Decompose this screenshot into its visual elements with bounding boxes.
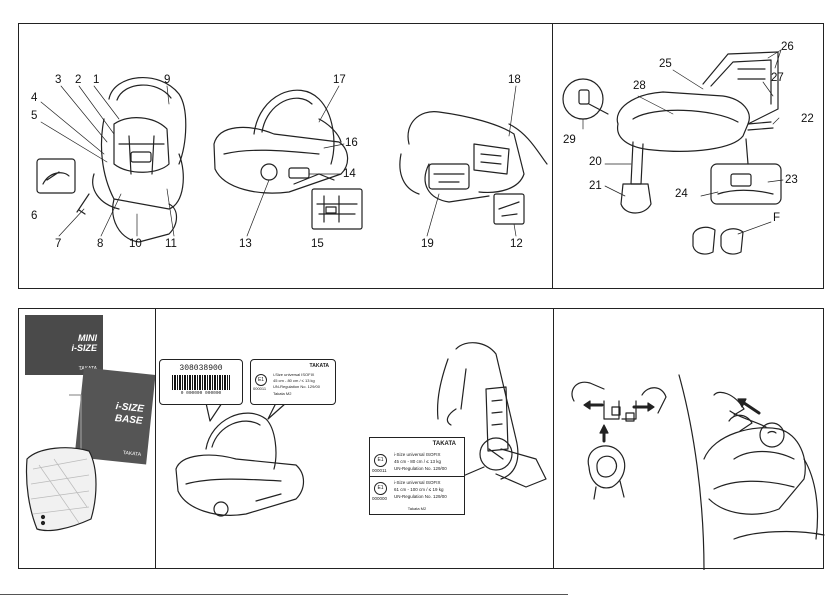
approval-large-row2-line1: i-Size universal ISOFIX (394, 480, 441, 485)
approval-labels-panel: 308038900 0 000000 000000 TAKATA E1 0000… (155, 308, 554, 569)
barcode-label: 308038900 0 000000 000000 (159, 359, 243, 405)
manuals-panel: MINI i-SIZE TAKATA i-SIZE BASE TAKATA (18, 308, 156, 569)
manual-mini-isize: MINI i-SIZE TAKATA (25, 315, 103, 375)
page-footer-rule (0, 594, 568, 595)
seat-overview-panel: 1 2 3 4 5 6 7 8 9 10 11 12 13 14 15 16 1… (18, 23, 553, 289)
manual-1-title-line2: i-SIZE (71, 343, 97, 353)
callout-16: 16 (345, 137, 358, 149)
callout-8: 8 (97, 238, 104, 250)
callout-20: 20 (589, 156, 602, 168)
base-overview-panel: 20 21 22 23 24 25 26 27 28 29 F (552, 23, 824, 289)
barcode-number: 308038900 (179, 364, 223, 373)
callout-22: 22 (801, 113, 814, 125)
callout-7: 7 (55, 238, 62, 250)
callout-11: 11 (165, 238, 177, 250)
callout-19: 19 (421, 238, 434, 250)
approval-large-brand: TAKATA (432, 441, 456, 447)
callout-14: 14 (343, 168, 356, 180)
callout-17: 17 (333, 74, 346, 86)
callout-F: F (773, 212, 781, 224)
approval-small-line2: 45 cm - 80 cm / ≤ 13 kg (273, 378, 315, 383)
approval-small-line3: UN-Regulation No. 129/00 (273, 384, 320, 389)
callout-18: 18 (508, 74, 521, 86)
callout-28: 28 (633, 80, 646, 92)
callout-21: 21 (589, 180, 602, 192)
seat-front-view (36, 76, 187, 243)
manual-1-title-line1: MINI (78, 333, 97, 343)
infant-seat-illustrations (36, 76, 548, 243)
approval-small-line4: Takata M2 (273, 391, 292, 396)
barcode-bars (172, 375, 230, 390)
approval-large-row1-line1: i-Size universal ISOFIX (394, 452, 441, 457)
approval-label-base: TAKATA E1 000011 i-Size universal ISOFIX… (369, 437, 465, 515)
callout-13: 13 (239, 238, 252, 250)
callout-12: 12 (510, 238, 523, 250)
approval-large-row1-number: 000011 (372, 468, 387, 473)
callout-10: 10 (129, 238, 142, 250)
callout-6: 6 (31, 210, 38, 222)
approval-large-row2-line3: UN-Regulation No. 129/00 (394, 494, 447, 499)
callout-27: 27 (771, 72, 784, 84)
approval-large-row2-line2: 61 cm - 100 cm / ≤ 19 kg (394, 487, 444, 492)
approval-small-brand: TAKATA (309, 363, 329, 369)
approval-large-row2-number: 000000 (372, 496, 388, 501)
approval-large-row1-line2: 45 cm - 80 cm / ≤ 13 kg (394, 459, 441, 464)
approval-large-footer: Takata M2 (407, 506, 427, 511)
callout-26: 26 (781, 41, 794, 53)
isofix-base-illustration (562, 49, 784, 255)
callout-leaders (582, 49, 784, 235)
callout-4: 4 (31, 92, 38, 104)
approval-large-divider (370, 476, 464, 477)
label-location-illustrations (175, 342, 547, 517)
approval-small-number: 000011 (253, 386, 267, 391)
callout-9: 9 (164, 74, 171, 86)
callout-29: 29 (563, 134, 576, 146)
approval-large-row2-mark: E1 (374, 482, 387, 495)
approval-small-mark: E1 (255, 374, 267, 386)
installation-illustrations (571, 374, 825, 570)
sun-canopy-illustration (25, 394, 97, 532)
callout-23: 23 (785, 174, 798, 186)
callout-3: 3 (55, 74, 62, 86)
callout-5: 5 (31, 110, 38, 122)
callout-25: 25 (659, 58, 672, 70)
callout-15: 15 (311, 238, 324, 250)
approval-label-seat: TAKATA E1 000011 i-Size universal ISOFIX… (250, 359, 336, 405)
callout-24: 24 (675, 188, 688, 200)
seat-side-view (213, 89, 363, 230)
callout-2: 2 (75, 74, 82, 86)
approval-small-line1: i-Size universal ISOFIX (273, 372, 315, 377)
installation-steps-panel (553, 308, 825, 570)
seat-rear-view (399, 111, 548, 225)
approval-large-row1-line3: UN-Regulation No. 129/00 (394, 466, 447, 471)
callout-1: 1 (93, 74, 100, 86)
approval-large-row1-mark: E1 (374, 454, 387, 467)
callout-leaders (40, 85, 517, 237)
barcode-digits: 0 000000 000000 (180, 391, 222, 396)
